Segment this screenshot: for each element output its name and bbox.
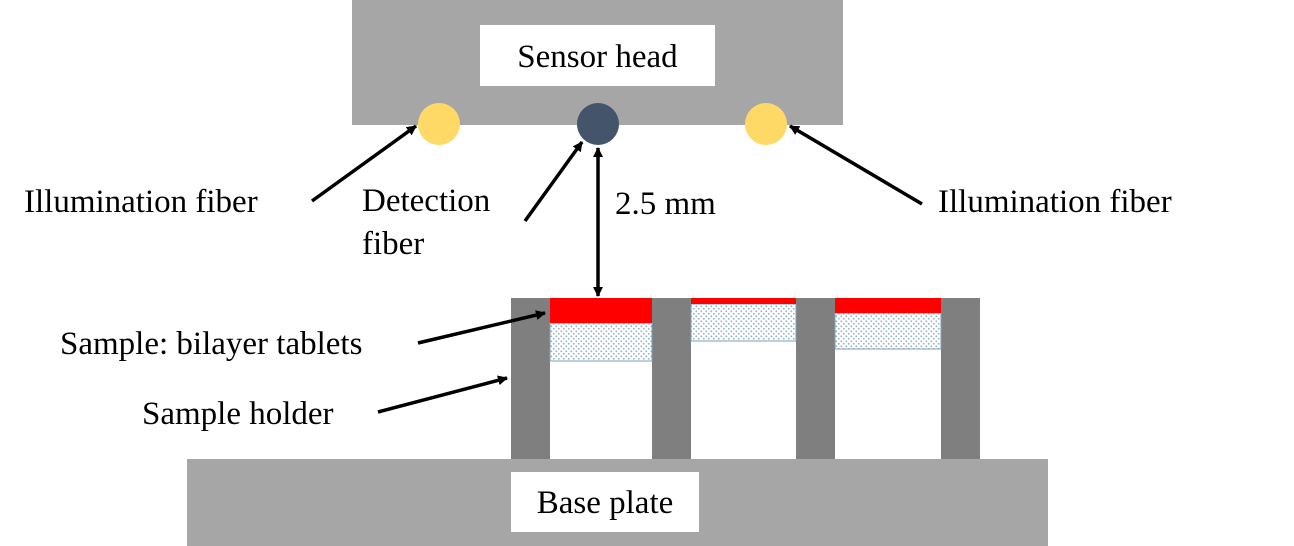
tablet-1-bottom-layer [549, 322, 653, 362]
bilayer-tablet-1 [549, 298, 653, 362]
bilayer-tablet-3 [834, 298, 942, 350]
holder-wall-2 [652, 298, 691, 459]
sample-holder [511, 298, 980, 459]
tablet-3-bottom-layer [834, 312, 942, 350]
holder-wall-4 [941, 298, 980, 459]
tablet-3-top-layer [835, 298, 941, 313]
tablet-2-top-layer [691, 298, 796, 304]
base-plate-label: Base plate [537, 485, 674, 521]
arrow-to-sample-holder [377, 375, 508, 414]
base-plate-label-box [511, 472, 699, 532]
arrow-to-right-illumination-fiber [789, 124, 923, 206]
illumination-fiber-right [745, 103, 787, 145]
bilayer-tablet-2 [690, 298, 797, 342]
arrow-to-detection-fiber [523, 140, 584, 223]
illumination-fiber-left [418, 103, 460, 145]
tablet-2-bottom-layer [690, 303, 797, 342]
illumination-fiber-left-label: Illumination fiber [24, 184, 258, 220]
sensor-head-label-box [480, 25, 715, 86]
arrow-to-sample [417, 310, 546, 345]
distance-label: 2.5 mm [615, 186, 716, 222]
illumination-fiber-right-label: Illumination fiber [938, 184, 1172, 220]
detection-fiber-label-line2: fiber [362, 226, 424, 262]
tablet-1-top-layer [550, 298, 652, 323]
holder-wall-3 [796, 298, 835, 459]
sample-holder-label: Sample holder [142, 396, 334, 432]
sensor-head-label: Sensor head [517, 39, 678, 75]
detection-fiber [577, 103, 619, 145]
holder-wall-1 [511, 298, 550, 459]
sample-label: Sample: bilayer tablets [60, 326, 362, 362]
base-plate: Base plate [187, 459, 1048, 546]
arrow-to-left-illumination-fiber [310, 124, 418, 203]
detection-fiber-label-line1: Detection [362, 183, 490, 219]
